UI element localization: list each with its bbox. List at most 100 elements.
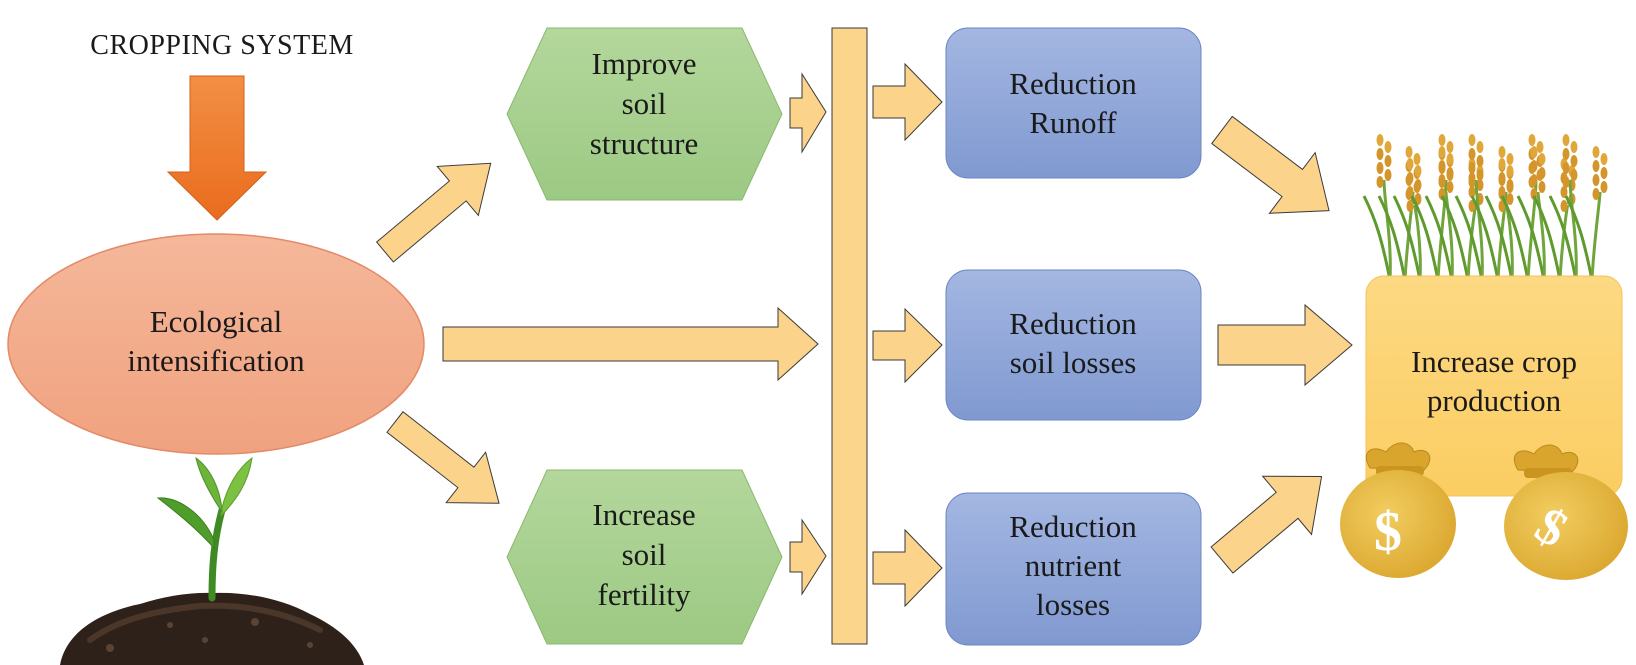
rice-grain (1498, 158, 1506, 170)
rice-stem (1590, 191, 1602, 281)
practice-node-soil-structure: Improve soil structure (506, 27, 783, 201)
rice-grain (1376, 148, 1384, 160)
rice-grain (1570, 169, 1578, 181)
rice-grain (1562, 176, 1570, 188)
rice-leaf (1484, 195, 1514, 281)
rice-grain (1476, 141, 1484, 153)
practice-node-soil-fertility-line-3: fertility (598, 577, 691, 612)
rice-grain (1406, 186, 1414, 198)
arrow-center-to-collector (442, 306, 819, 382)
rice-grain (1506, 193, 1514, 205)
ecological-intensification-line-2: intensification (127, 343, 305, 378)
rice-stem (1568, 179, 1578, 281)
arrow-soil-losses-to-result (1217, 303, 1353, 387)
rice-grain (1468, 134, 1476, 146)
arrow-collector-to-nutrient-losses (872, 528, 943, 608)
outcome-node-soil-losses-line-1: Reduction (1009, 306, 1137, 341)
rice-grain (1562, 148, 1570, 160)
rice-grain (1476, 179, 1484, 191)
rice-grain (1446, 153, 1454, 165)
rice-grain (1406, 172, 1414, 184)
rice-grain (1413, 153, 1421, 165)
rice-grain (1468, 186, 1476, 198)
arrow-runoff-to-result (1211, 115, 1330, 214)
rice-grain (1570, 141, 1578, 153)
arrow-soil-structure-to-collector (789, 72, 827, 154)
rice-grain (1600, 167, 1608, 179)
rice-leaf (1424, 195, 1454, 281)
diagram-title: CROPPING SYSTEM (90, 30, 353, 61)
practice-node-soil-fertility-line-2: soil (622, 537, 667, 572)
outcome-node-nutrient-losses: Reduction nutrient losses (945, 492, 1202, 646)
rice-grain (1414, 165, 1422, 177)
practice-node-soil-fertility-line-1: Increase (592, 497, 695, 532)
rice-grain (1592, 146, 1600, 158)
practice-node-soil-structure-line-1: Improve (591, 46, 696, 81)
rice-grain (1538, 167, 1546, 179)
rice-grain (1384, 155, 1392, 167)
arrow-collector-to-soil-losses (872, 307, 943, 384)
outcome-node-runoff-line-2: Runoff (1029, 105, 1117, 140)
rice-grain (1384, 169, 1392, 181)
rice-stem (1382, 179, 1392, 281)
rice-grain (1600, 181, 1608, 193)
rice-stem (1436, 179, 1448, 281)
rice-plants-icon (1362, 134, 1608, 281)
rice-grain (1498, 172, 1506, 184)
outcome-node-soil-losses: Reduction soil losses (945, 269, 1202, 421)
rice-grain (1530, 160, 1538, 172)
rice-stem (1536, 191, 1546, 281)
rice-grain (1592, 188, 1600, 200)
rice-grain (1506, 165, 1514, 177)
ecological-intensification-node: Ecological intensification (7, 233, 425, 455)
arrow-nutrient-losses-to-result (1210, 475, 1323, 574)
down-arrow (166, 75, 268, 221)
rice-leaf (1362, 195, 1392, 281)
ecological-intensification-line-1: Ecological (150, 304, 283, 339)
rice-grain (1438, 160, 1446, 172)
rice-grain (1446, 141, 1454, 153)
rice-grain (1562, 162, 1570, 174)
rice-leaf (1548, 195, 1578, 281)
seedling-in-soil-icon (60, 456, 364, 665)
rice-grain (1562, 134, 1570, 146)
rice-leaf (1454, 195, 1484, 281)
rice-grain (1476, 169, 1484, 181)
money-bag-symbol-left: $ (1374, 501, 1402, 563)
rice-stem (1444, 191, 1454, 281)
rice-grain (1406, 158, 1414, 170)
outcome-node-soil-losses-line-2: soil losses (1010, 345, 1137, 380)
practice-node-soil-fertility: Increase soil fertility (506, 469, 783, 645)
rice-grain (1498, 186, 1506, 198)
practice-node-soil-structure-line-3: structure (590, 126, 698, 161)
rice-grain (1530, 174, 1538, 186)
rice-grain (1538, 181, 1546, 193)
outcome-node-runoff-line-1: Reduction (1009, 66, 1137, 101)
rice-grain (1438, 146, 1446, 158)
rice-grain (1560, 186, 1568, 198)
rice-grain (1560, 200, 1568, 212)
rice-leaf (1410, 195, 1440, 281)
money-bag-icon: $ (1504, 444, 1628, 580)
rice-grain (1538, 153, 1546, 165)
outcome-node-nutrient-losses-line-1: Reduction (1009, 509, 1137, 544)
result-node-line-2: production (1427, 383, 1562, 418)
outcome-node-nutrient-losses-line-3: losses (1036, 587, 1110, 622)
rice-grain (1376, 134, 1384, 146)
rice-stem (1496, 191, 1508, 281)
rice-grain (1530, 146, 1538, 158)
rice-grain (1468, 162, 1476, 174)
rice-grain (1438, 174, 1446, 186)
outcome-node-nutrient-losses-line-2: nutrient (1025, 548, 1122, 583)
rice-grain (1438, 134, 1446, 146)
result-node-crop-production: Increase crop production (1365, 275, 1623, 497)
rice-grain (1414, 179, 1422, 191)
rice-leaf (1516, 195, 1546, 281)
practice-node-soil-structure-line-2: soil (622, 86, 667, 121)
rice-grain (1376, 176, 1384, 188)
rice-leaf (1470, 195, 1500, 281)
rice-grain (1536, 141, 1544, 153)
rice-grain (1528, 134, 1536, 146)
rice-grain (1570, 155, 1578, 167)
